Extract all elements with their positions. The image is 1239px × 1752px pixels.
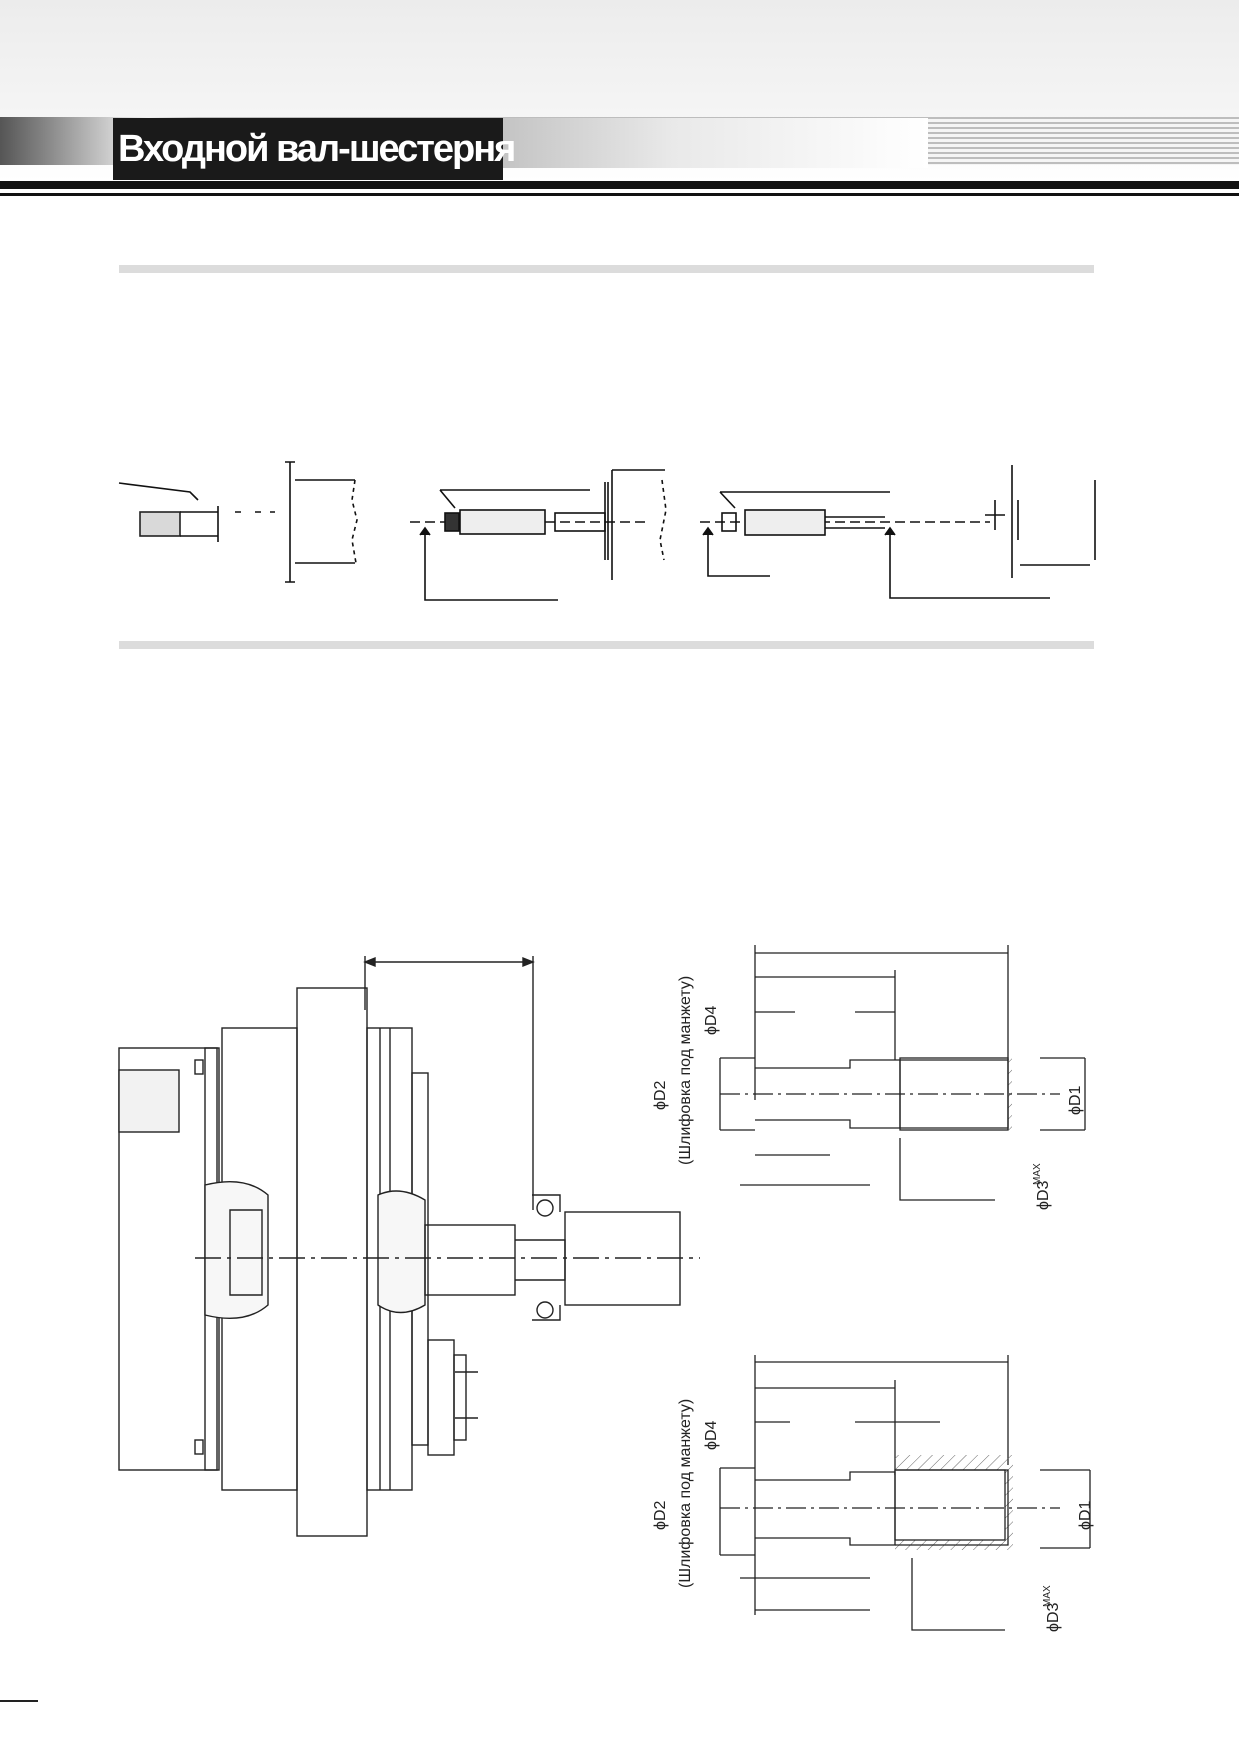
d4-label: ϕD4 — [703, 1005, 720, 1035]
d1-label: ϕD1 — [1067, 1085, 1084, 1115]
title-fade-bar — [503, 118, 928, 168]
schematic-2 — [410, 469, 667, 601]
grinding-note-label-lower: (Шлифовка под манжету) — [677, 1399, 694, 1588]
d3-max-superscript: MAX — [1032, 1163, 1043, 1185]
section-divider-middle — [119, 641, 1094, 649]
d3-label-lower: ϕD3 — [1045, 1602, 1062, 1632]
title-box — [113, 118, 503, 180]
schematic-3 — [700, 465, 1096, 599]
page-corner-mark — [0, 1700, 38, 1702]
grinding-note-label: (Шлифовка под манжету) — [677, 976, 694, 1165]
d4-label-lower: ϕD4 — [703, 1420, 720, 1450]
d3-max-superscript-lower: MAX — [1042, 1585, 1053, 1607]
schematic-1 — [118, 461, 358, 583]
d3-label: ϕD3 — [1035, 1180, 1052, 1210]
header-rule-thin — [0, 193, 1239, 196]
page-title: Входной вал-шестерня — [118, 128, 516, 170]
d2-label-lower: ϕD2 — [652, 1500, 669, 1530]
section-divider-top — [119, 265, 1094, 273]
d2-label: ϕD2 — [652, 1080, 669, 1110]
d1-label-lower: ϕD1 — [1077, 1500, 1094, 1530]
header-rule-thick — [0, 181, 1239, 189]
